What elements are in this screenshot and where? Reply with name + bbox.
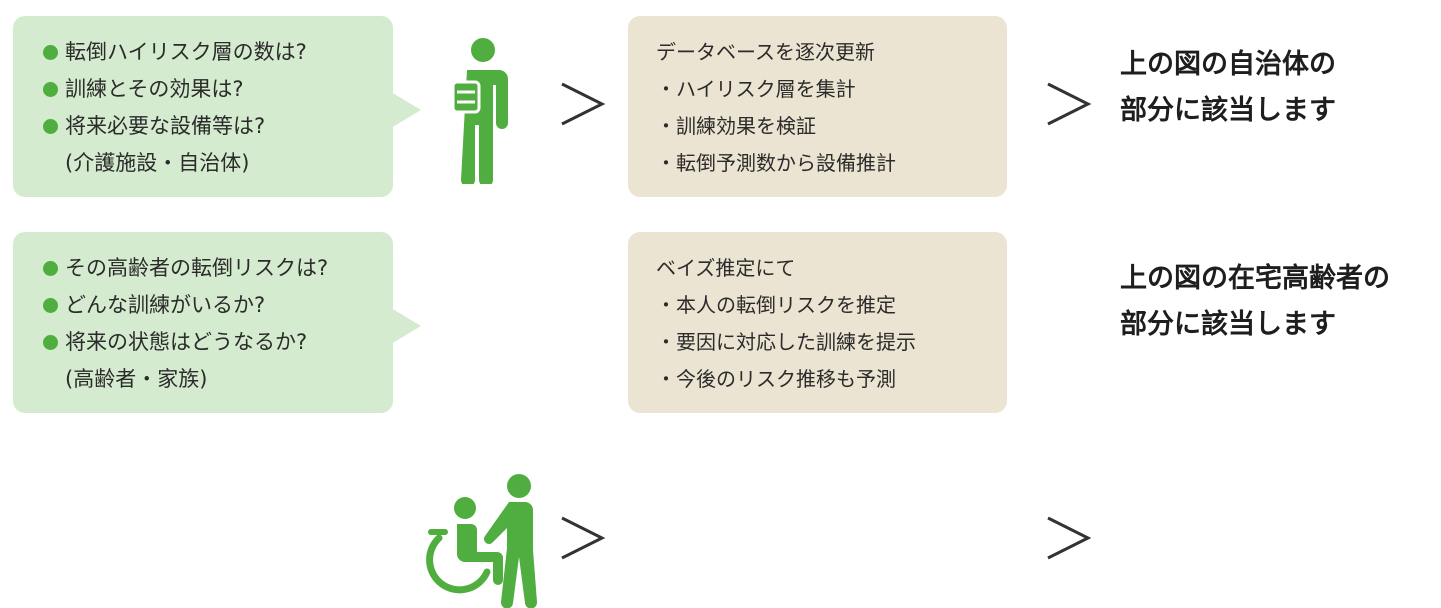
- question-item: その高齢者の転倒リスクは?: [43, 250, 393, 287]
- process-item: ・本人の転倒リスクを推定: [656, 293, 896, 317]
- process-box: データベースを逐次更新 ・ハイリスク層を集計 ・訓練効果を検証 ・転倒予測数から…: [628, 16, 1007, 197]
- standing-staff-icon: [451, 38, 508, 184]
- question-text: 将来必要な設備等は?: [65, 114, 266, 138]
- bullet-dot-icon: [43, 45, 58, 60]
- arrow-right-icon: [561, 82, 606, 126]
- question-item: 転倒ハイリスク層の数は?: [43, 34, 393, 71]
- process-item: ・ハイリスク層を集計: [656, 77, 856, 101]
- process-box: ベイズ推定にて ・本人の転倒リスクを推定 ・要因に対応した訓練を提示 ・今後のリ…: [628, 232, 1007, 413]
- bullet-dot-icon: [43, 82, 58, 97]
- process-item: ・要因に対応した訓練を提示: [656, 330, 916, 354]
- question-text: どんな訓練がいるか?: [65, 293, 266, 317]
- question-bubble: 転倒ハイリスク層の数は? 訓練とその効果は? 将来必要な設備等は? (介護施設・…: [13, 16, 421, 197]
- process-title: データベースを逐次更新: [656, 40, 875, 64]
- asker-label: (高齢者・家族): [65, 367, 208, 391]
- bullet-dot-icon: [43, 261, 58, 276]
- process-title: ベイズ推定にて: [656, 256, 796, 280]
- question-bubble: その高齢者の転倒リスクは? どんな訓練がいるか? 将来の状態はどうなるか? (高…: [13, 232, 421, 413]
- question-text: 訓練とその効果は?: [65, 77, 244, 101]
- process-item: ・今後のリスク推移も予測: [656, 367, 896, 391]
- question-text: 転倒ハイリスク層の数は?: [65, 40, 307, 64]
- question-text: 将来の状態はどうなるか?: [65, 330, 308, 354]
- arrow-right-icon: [561, 516, 606, 560]
- question-item: 訓練とその効果は?: [43, 71, 393, 108]
- result-line: 部分に該当します: [1120, 309, 1336, 340]
- flow-row-elderly: その高齢者の転倒リスクは? どんな訓練がいるか? 将来の状態はどうなるか? (高…: [0, 216, 1441, 608]
- process-item: ・訓練効果を検証: [656, 114, 816, 138]
- question-item: 将来必要な設備等は?: [43, 108, 393, 145]
- wheelchair-caregiver-icon: [426, 474, 538, 608]
- flow-row-facility: 転倒ハイリスク層の数は? 訓練とその効果は? 将来必要な設備等は? (介護施設・…: [0, 0, 1441, 200]
- result-line: 上の図の在宅高齢者の: [1120, 263, 1390, 294]
- arrow-right-icon: [1047, 516, 1092, 560]
- question-item: 将来の状態はどうなるか?: [43, 324, 393, 361]
- result-caption: 上の図の在宅高齢者の 部分に該当します: [1120, 256, 1390, 348]
- question-item: どんな訓練がいるか?: [43, 287, 393, 324]
- arrow-right-icon: [1047, 82, 1092, 126]
- process-item: ・転倒予測数から設備推計: [656, 151, 896, 175]
- result-line: 部分に該当します: [1120, 95, 1336, 126]
- result-line: 上の図の自治体の: [1120, 49, 1336, 80]
- bullet-dot-icon: [43, 119, 58, 134]
- bullet-dot-icon: [43, 298, 58, 313]
- question-text: その高齢者の転倒リスクは?: [65, 256, 329, 280]
- result-caption: 上の図の自治体の 部分に該当します: [1120, 42, 1336, 134]
- asker-label: (介護施設・自治体): [65, 151, 250, 175]
- bullet-dot-icon: [43, 335, 58, 350]
